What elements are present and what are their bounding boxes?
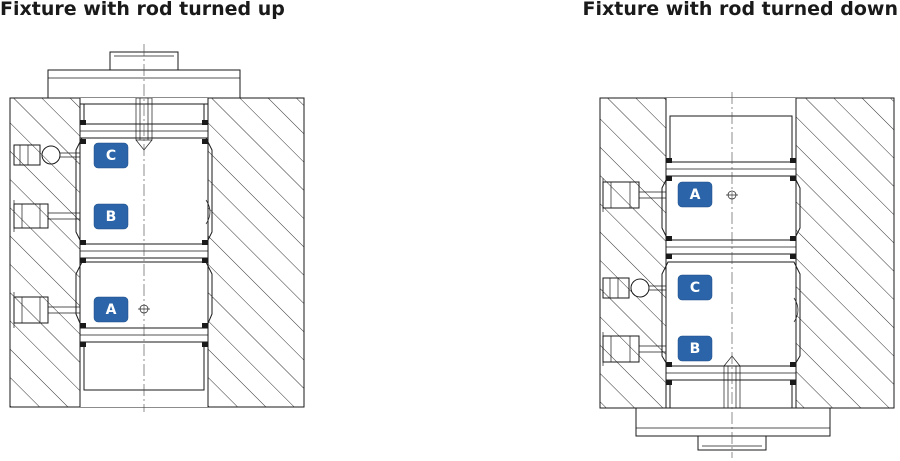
right-badge-c: C: [677, 274, 713, 301]
left-badge-a: A: [93, 296, 129, 323]
left-badge-a-label: A: [106, 302, 117, 318]
right-cover-flange: [635, 407, 831, 437]
right-port-fitting-a: [602, 178, 666, 212]
right-port-fitting-b: [602, 332, 666, 366]
left-port-fitting-c: [13, 144, 80, 166]
right-fixture: A C B: [599, 92, 895, 458]
right-badge-c-label: C: [690, 280, 700, 296]
left-badge-b-label: B: [106, 209, 117, 225]
right-badge-a: A: [677, 181, 713, 208]
left-port-fitting-b: [13, 200, 80, 232]
left-fixture: C B A: [9, 44, 305, 412]
right-badge-a-label: A: [690, 187, 701, 203]
left-badge-c: C: [93, 142, 129, 169]
right-badge-b-label: B: [690, 341, 701, 357]
title-rod-turned-down: Fixture with rod turned down: [582, 0, 899, 20]
left-badge-c-label: C: [106, 148, 116, 164]
right-badge-b: B: [677, 335, 713, 362]
left-cover-flange: [47, 69, 241, 105]
left-badge-b: B: [93, 203, 129, 230]
title-rod-turned-up: Fixture with rod turned up: [0, 0, 285, 20]
right-port-fitting-c: [602, 277, 666, 299]
left-port-fitting-a: [13, 292, 80, 328]
